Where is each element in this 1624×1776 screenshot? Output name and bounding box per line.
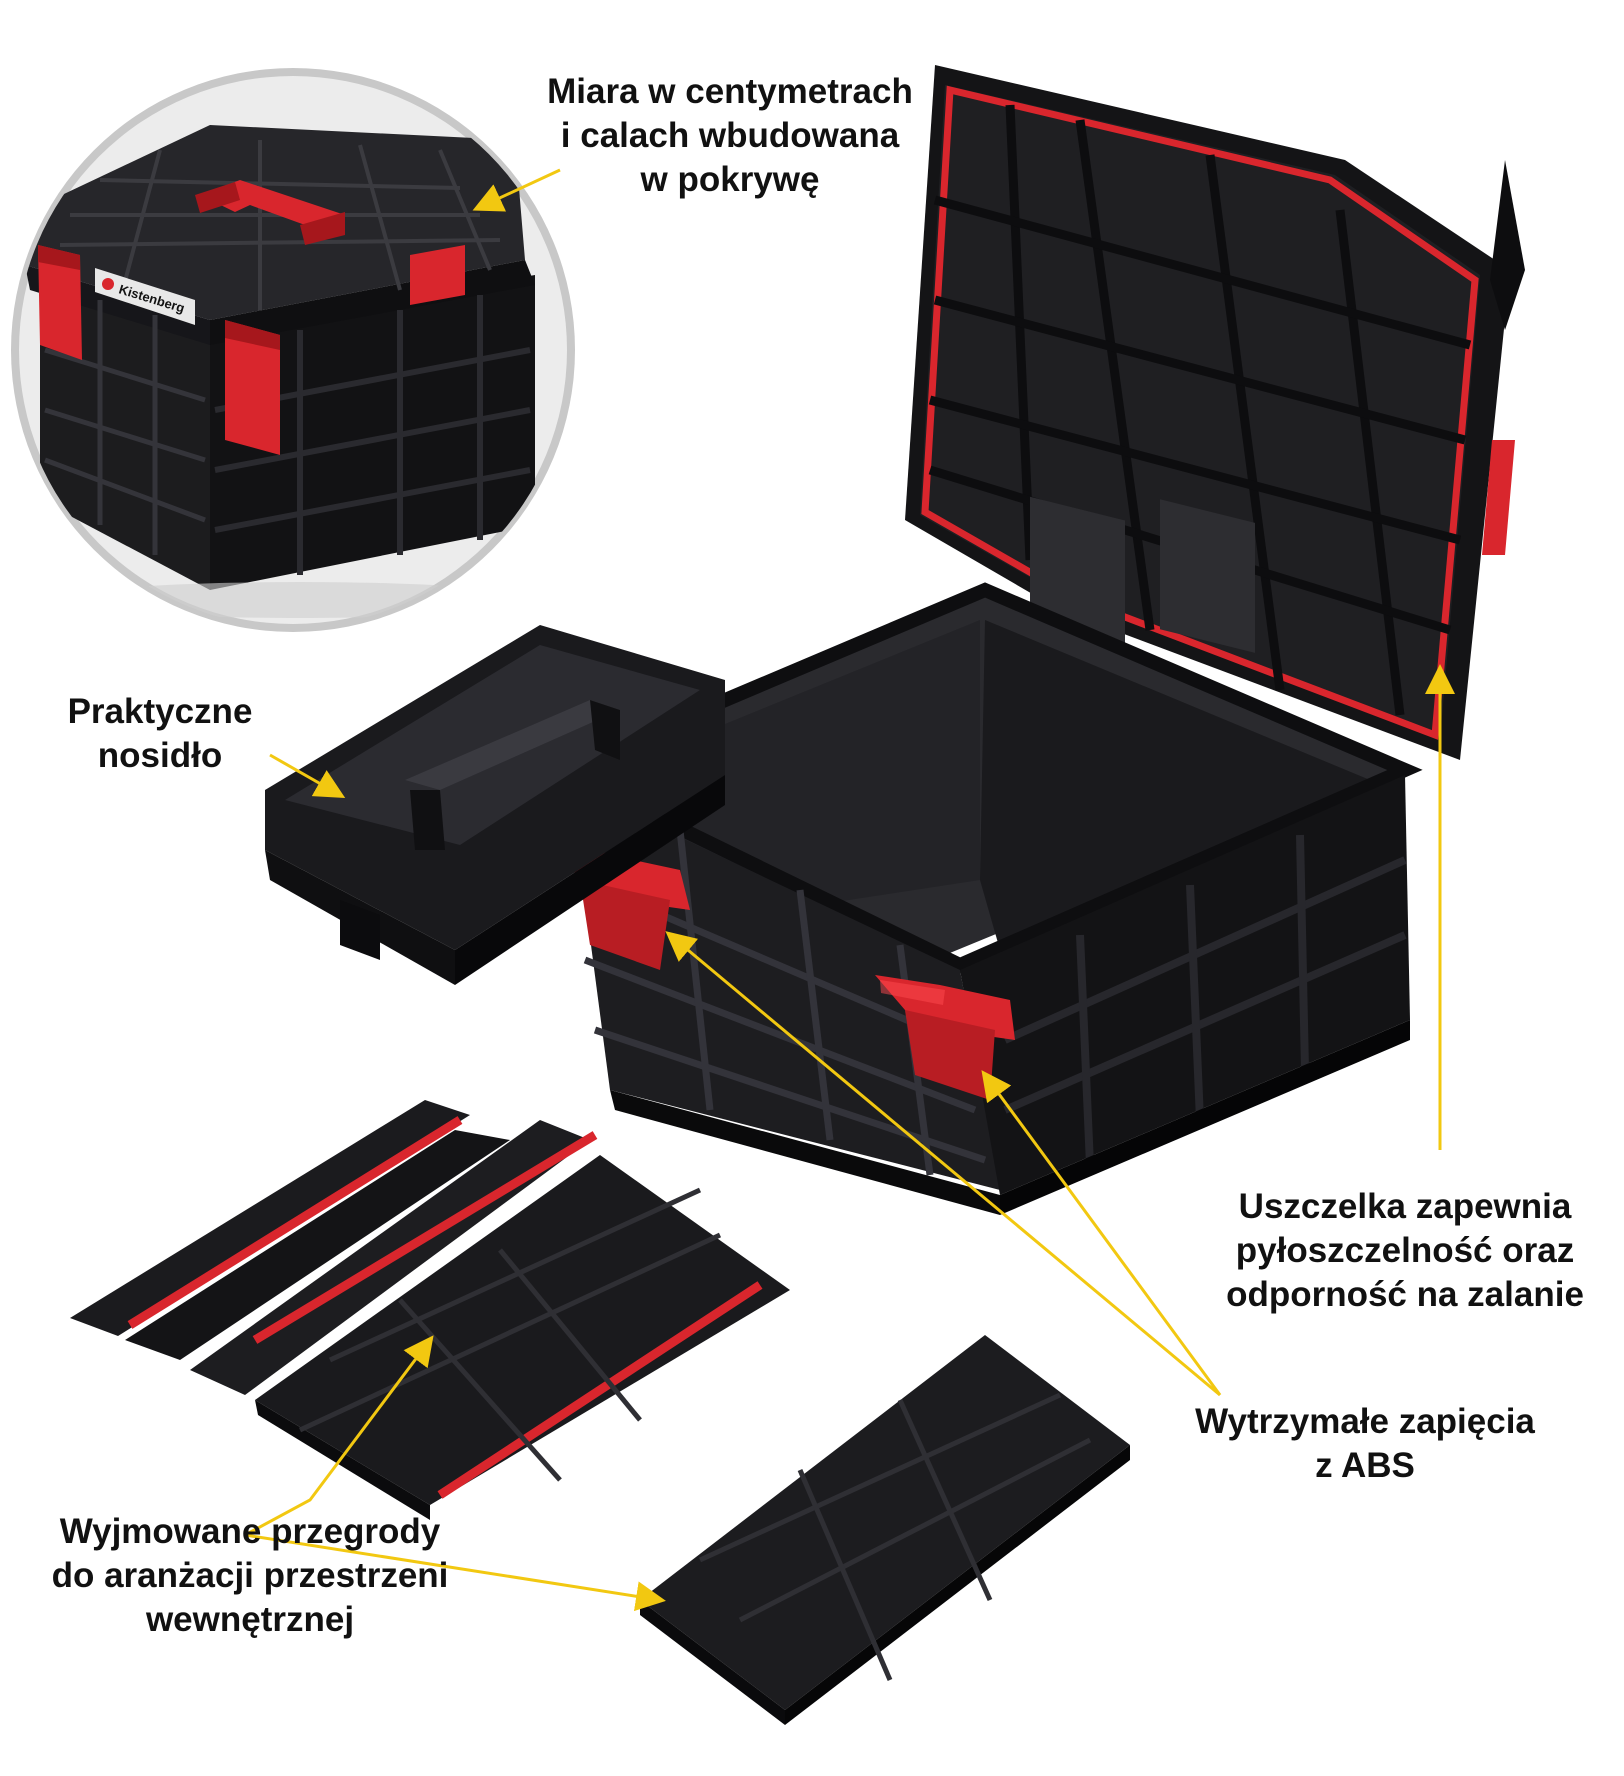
callout-line: pyłoszczelność oraz [1235, 1230, 1575, 1270]
callout-line: wewnętrznej [145, 1599, 355, 1639]
latch-right [875, 975, 1015, 1100]
callout-line: odporność na zalanie [1226, 1274, 1584, 1314]
arrow-latch-left [665, 931, 1221, 1397]
callout-line: do aranżacji przestrzeni [51, 1555, 449, 1595]
arrow-measure [472, 168, 561, 212]
callout-line: nosidło [97, 735, 223, 775]
callout-dividers: Wyjmowane przegrody do aranżacji przestr… [10, 1510, 490, 1641]
callout-handle: Praktyczne nosidło [40, 690, 280, 778]
callout-latches: Wytrzymałe zapięcia z ABS [1150, 1400, 1580, 1488]
callout-line: Wyjmowane przegrody [59, 1512, 441, 1551]
inset-latch-left [38, 245, 82, 360]
callout-measure: Miara w centymetrach i calach wbudowana … [520, 70, 940, 201]
open-lid [905, 65, 1525, 760]
callout-arrows [244, 168, 1455, 1612]
divider-stack [70, 1100, 790, 1520]
callout-line: Miara w centymetrach [547, 72, 913, 111]
callout-line: Wytrzymałe zapięcia [1195, 1402, 1535, 1441]
arrow-single-divider [244, 1533, 666, 1612]
divider-rail [127, 1116, 463, 1329]
callout-line: Praktyczne [67, 692, 253, 731]
single-divider [640, 1335, 1130, 1725]
callout-line: Uszczelka zapewnia [1238, 1187, 1572, 1226]
closed-box-inset: Kistenberg [11, 68, 575, 632]
callout-line: z ABS [1315, 1445, 1415, 1485]
inset-latch-center [225, 320, 280, 455]
divider-rail [252, 1131, 598, 1344]
callout-line: i calach wbudowana [560, 115, 900, 155]
divider-rail [437, 1281, 763, 1499]
callout-line: w pokrywę [640, 159, 820, 199]
inset-latch-right [410, 245, 465, 305]
lid-seal-gasket [921, 85, 1479, 740]
arrow-latch-right [981, 1070, 1222, 1396]
open-box-body [543, 582, 1423, 1215]
callout-seal: Uszczelka zapewnia pyłoszczelność oraz o… [1190, 1185, 1620, 1316]
arrow-dividers [244, 1335, 434, 1537]
arrow-handle [269, 753, 346, 798]
carry-tray [265, 625, 725, 985]
